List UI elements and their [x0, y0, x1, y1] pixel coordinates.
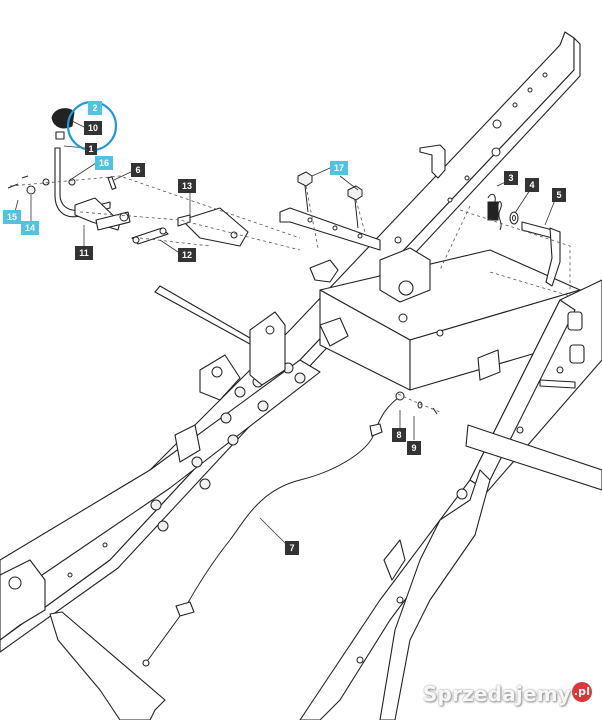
callout-text: 2: [92, 103, 97, 113]
callout-text: 11: [79, 248, 89, 258]
callout-11: 11: [75, 246, 93, 260]
shaft-5: [521, 221, 561, 287]
callout-text: 10: [88, 123, 98, 133]
link-bar: [131, 227, 169, 245]
callout-text: 13: [182, 181, 192, 191]
lever-bracket-13: [177, 207, 249, 247]
dashed-assembly-lines-left: [9, 175, 301, 251]
dashed-assembly-lines-right: [439, 205, 571, 297]
callout-text: 17: [334, 163, 344, 173]
callout-16: 16: [95, 156, 113, 170]
washer-4: [509, 211, 519, 225]
callout-13: 13: [178, 179, 196, 193]
callout-labels: 2 10 1 16 6 15 14 11: [3, 101, 566, 555]
leader-lines: [14, 120, 556, 547]
callout-text: 5: [556, 190, 561, 200]
callout-15: 15: [3, 210, 21, 224]
callout-1: 1: [85, 143, 97, 155]
callout-text: 12: [182, 250, 192, 260]
pivot-block: [379, 247, 431, 303]
callout-17: 17: [330, 161, 348, 175]
frame-small-bracket: [309, 259, 349, 347]
pedal-bracket: [154, 285, 286, 463]
callout-box: [88, 101, 102, 115]
callout-text: 6: [135, 165, 140, 175]
watermark-text: Sprzedajemy: [422, 682, 571, 706]
bushings: [150, 362, 306, 532]
callout-9: 9: [407, 441, 421, 455]
callout-text: 1: [88, 144, 93, 154]
callout-text: 7: [289, 543, 294, 553]
bottom-plate: [49, 611, 166, 720]
callout-5: 5: [552, 188, 566, 202]
callout-6: 6: [131, 163, 145, 177]
pedal-lever-rod: [54, 131, 111, 218]
callout-7: 7: [285, 541, 299, 555]
frame-center-rail: [379, 469, 491, 720]
watermark-badge: .pl: [572, 682, 592, 702]
frame-lower-left-rail: [0, 359, 321, 603]
pedal-handle-knob: [51, 108, 75, 129]
callout-text: 9: [411, 443, 416, 453]
callout-10: 10: [84, 121, 102, 135]
watermark: Sprzedajemy.pl: [423, 682, 592, 706]
spring-3: [487, 193, 502, 231]
control-cable-7: [142, 391, 441, 667]
frame-upper-bracket: [279, 144, 446, 251]
callout-text: 15: [7, 212, 17, 222]
frame-cross-member: [319, 249, 581, 391]
callout-12: 12: [178, 248, 196, 262]
bolts-17: [297, 171, 367, 249]
callout-text: 16: [99, 158, 109, 168]
axle-rod: [465, 379, 602, 491]
rail-holes: [67, 72, 548, 578]
callout-text: 8: [396, 430, 401, 440]
callout-14: 14: [21, 221, 39, 235]
callout-2: 2: [88, 101, 102, 115]
callout-text: 3: [508, 173, 513, 183]
pedal-arm-part: [74, 197, 131, 231]
callout-text: 4: [529, 180, 534, 190]
callout-3: 3: [504, 171, 518, 185]
callout-4: 4: [525, 178, 539, 192]
callout-8: 8: [392, 428, 406, 442]
callout-text: 14: [25, 223, 35, 233]
frame-front-bracket: [0, 559, 46, 641]
